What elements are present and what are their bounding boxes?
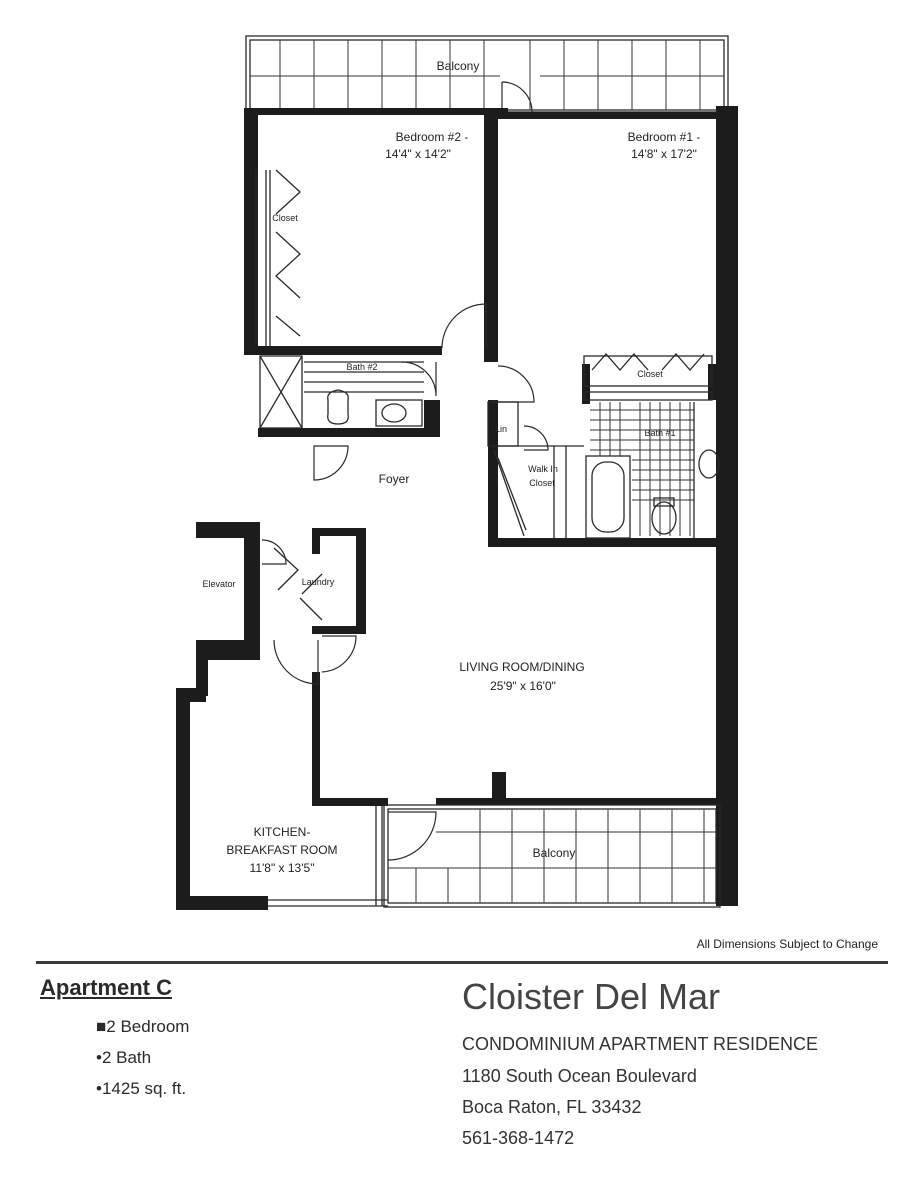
feature-item: •1425 sq. ft.: [96, 1076, 189, 1107]
walkin-label-2: Closet: [529, 478, 555, 488]
floor-plan: Balcony Bedroom #2 - 14'4" x 14'2" Bedro…: [176, 35, 738, 910]
address-city: Boca Raton, FL 33432: [462, 1097, 642, 1117]
linen-label: Lin: [495, 424, 507, 434]
doors: [261, 303, 549, 861]
foyer-label: Foyer: [379, 472, 410, 486]
disclaimer-note: All Dimensions Subject to Change: [696, 937, 878, 951]
feature-text: 1425 sq. ft.: [101, 1079, 187, 1098]
partitions: [255, 169, 720, 621]
walls: [176, 106, 738, 910]
bedroom2-name: Bedroom #2 -: [396, 130, 469, 144]
building-name: Cloister Del Mar: [462, 976, 721, 1017]
bath2-label: Bath #2: [346, 362, 377, 372]
bedroom1-size: 14'8" x 17'2": [631, 147, 697, 161]
living-room-name: LIVING ROOM/DINING: [459, 660, 584, 674]
balcony-top: [245, 35, 729, 113]
kitchen-name-1: KITCHEN-: [254, 825, 311, 839]
closet-bed1-label: Closet: [637, 369, 663, 379]
bedroom2-size: 14'4" x 14'2": [385, 147, 451, 161]
living-room-size: 25'9" x 16'0": [490, 679, 556, 693]
laundry-label: Laundry: [302, 577, 335, 587]
kitchen-name-2: BREAKFAST ROOM: [226, 843, 337, 857]
bedroom1-name: Bedroom #1 -: [628, 130, 701, 144]
feature-list: ■2 Bedroom •2 Bath •1425 sq. ft.: [96, 1014, 189, 1107]
elevator-label: Elevator: [202, 579, 235, 589]
feature-text: 2 Bedroom: [106, 1017, 190, 1036]
bullet-icon: •: [96, 1048, 102, 1067]
feature-text: 2 Bath: [101, 1048, 152, 1067]
bullet-icon: ■: [96, 1017, 107, 1036]
balcony-top-label: Balcony: [437, 59, 480, 73]
divider-rule: [36, 961, 888, 964]
phone-number: 561-368-1472: [462, 1128, 575, 1148]
walkin-label-1: Walk In: [528, 464, 558, 474]
bullet-icon: •: [96, 1079, 102, 1098]
feature-item: ■2 Bedroom: [96, 1014, 189, 1045]
bath1-label: Bath #1: [644, 428, 675, 438]
feature-item: •2 Bath: [96, 1045, 189, 1076]
building-subtitle: CONDOMINIUM APARTMENT RESIDENCE: [462, 1034, 819, 1054]
balcony-bottom-label: Balcony: [533, 846, 576, 860]
address-street: 1180 South Ocean Boulevard: [462, 1066, 697, 1086]
balcony-bottom: [268, 804, 721, 908]
apartment-title: Apartment C: [40, 975, 173, 1000]
kitchen-size: 11'8" x 13'5": [250, 861, 315, 875]
closet-bed2-label: Closet: [272, 213, 298, 223]
